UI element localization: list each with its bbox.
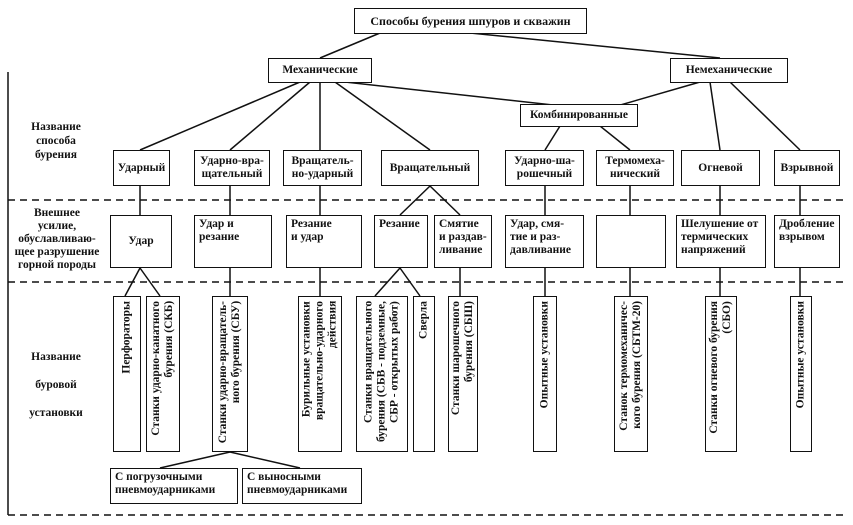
sub-rig-box: С погрузочными пневмоударниками (110, 468, 238, 504)
force-box (596, 215, 666, 268)
method-box: Взрывной (774, 150, 840, 186)
method-box: Вращатель- но-ударный (283, 150, 362, 186)
rig-label: Сверла (417, 301, 430, 339)
rig-box: Станки ударно-вращатель- ного бурения (С… (212, 296, 248, 452)
rig-box: Бурильные установки вращательно-ударного… (298, 296, 342, 452)
force-box: Удар, смя- тие и раз- давливание (505, 215, 584, 268)
rig-box: Перфораторы (113, 296, 141, 452)
force-box: Шелушение от термических напряжений (676, 215, 766, 268)
rig-label: Перфораторы (120, 301, 133, 374)
category-non-mechanical: Немеханические (670, 58, 788, 83)
rig-box: Станки шарошечного бурения (СБШ) (448, 296, 478, 452)
rig-box: Опытные установки (533, 296, 557, 452)
side-label-force: Внешнее усилие, обуславливаю- щее разруш… (14, 207, 100, 271)
method-box: Ударно-ша- рошечный (505, 150, 584, 186)
sub-rig-box: С выносными пневмоударниками (242, 468, 362, 504)
root-box: Способы бурения шпуров и скважин (354, 8, 587, 34)
rig-box: Станок термомеханичес- кого бурения (СБТ… (614, 296, 648, 452)
side-label-rig: Название буровой установки (29, 351, 83, 419)
rig-box: Станки огневого бурения (СБО) (705, 296, 737, 452)
rig-label: Станки огневого бурения (СБО) (708, 301, 733, 434)
rig-box: Опытные установки (790, 296, 812, 452)
rig-label: Станки ударно-вращатель- ного бурения (С… (217, 301, 242, 444)
rig-label: Бурильные установки вращательно-ударного… (300, 301, 339, 421)
rig-label: Станок термомеханичес- кого бурения (СБТ… (618, 301, 643, 431)
rig-box: Станки вращательного бурения (СБВ - подз… (356, 296, 408, 452)
rig-label: Опытные установки (794, 301, 807, 409)
method-box: Вращательный (381, 150, 479, 186)
rig-label: Станки ударно-канатного бурения (СКБ) (150, 301, 175, 436)
method-box: Огневой (681, 150, 760, 186)
force-box: Удар и резание (194, 215, 272, 268)
side-label-method: Название способа бурения (31, 121, 81, 161)
method-box: Ударный (113, 150, 170, 186)
rig-label: Станки шарошечного бурения (СБШ) (450, 301, 475, 416)
method-box: Ударно-вра- щательный (194, 150, 270, 186)
category-mechanical: Механические (268, 58, 372, 83)
force-box: Дробление взрывом (774, 215, 840, 268)
force-box: Резание (374, 215, 428, 268)
rig-label: Опытные установки (538, 301, 551, 409)
force-box: Смятие и раздав- ливание (434, 215, 492, 268)
rig-label: Станки вращательного бурения (СБВ - подз… (362, 301, 401, 443)
rig-box: Станки ударно-канатного бурения (СКБ) (146, 296, 180, 452)
force-box: Резание и удар (286, 215, 362, 268)
category-combined: Комбинированные (520, 104, 638, 127)
method-box: Термомеха- нический (596, 150, 674, 186)
rig-box: Сверла (413, 296, 435, 452)
force-box: Удар (110, 215, 172, 268)
